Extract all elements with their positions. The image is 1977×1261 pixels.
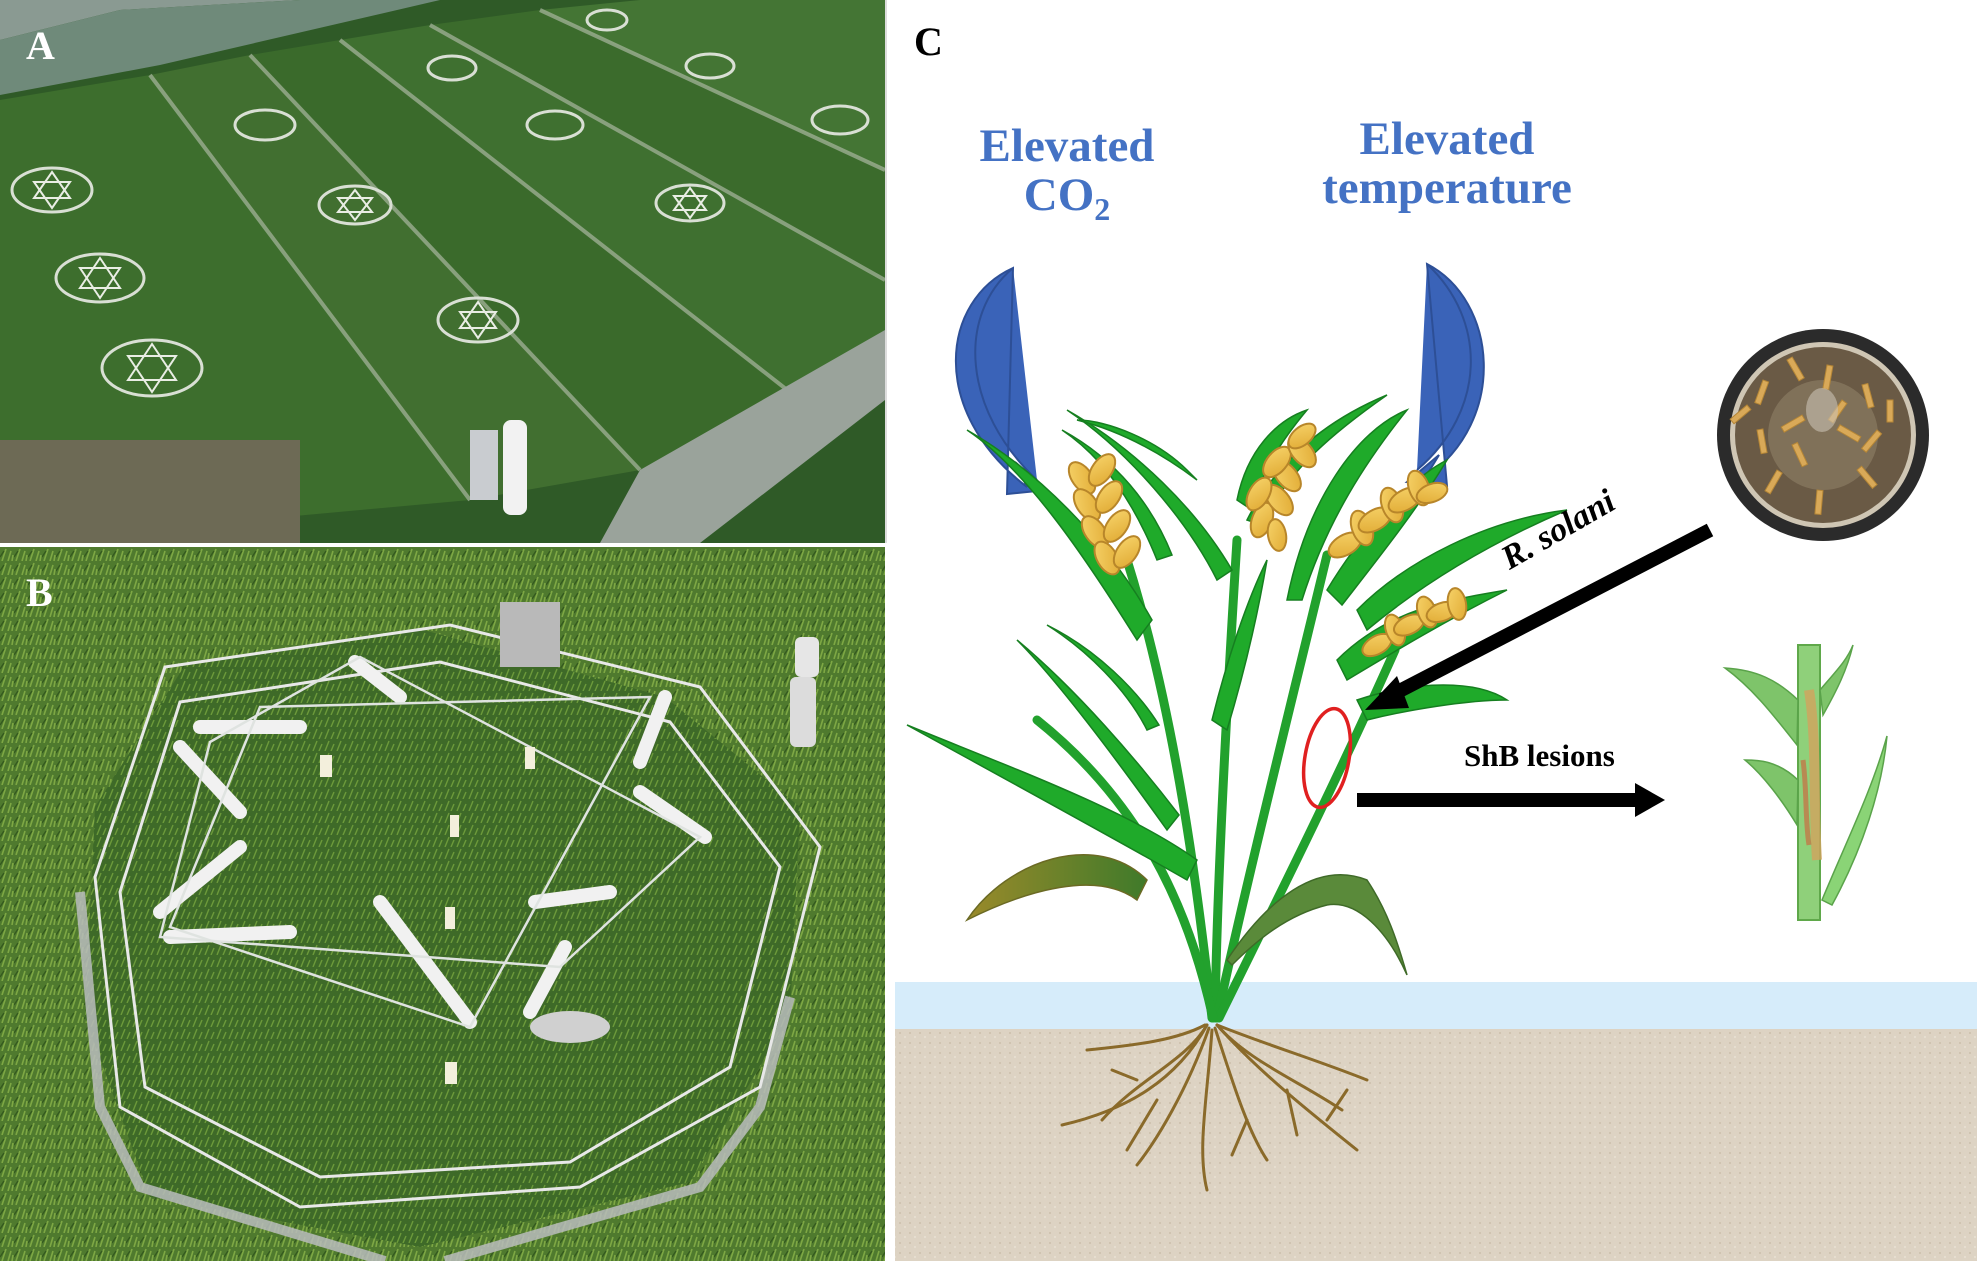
petri-dish-icon [1717, 329, 1929, 541]
roots [1060, 1023, 1369, 1192]
panicle-2 [1245, 422, 1317, 552]
water-layer [895, 982, 1977, 1029]
panel-c-schematic: C [887, 0, 1977, 1261]
panel-a-aerial-photo: A [0, 0, 887, 543]
schematic-drawing [895, 262, 1977, 1261]
senescent-leaf-right [1226, 874, 1408, 976]
soil-layer [895, 1029, 1977, 1261]
lesioned-stem-icon [1722, 644, 1888, 921]
temperature-arrow-icon [1404, 262, 1485, 488]
co2-text: CO [1023, 169, 1095, 222]
panicle-4 [1361, 587, 1468, 658]
lesions-arrow-icon [1357, 783, 1665, 817]
panel-c-letter: C [914, 19, 943, 64]
elevated-temp-line2: temperature [1322, 162, 1572, 215]
co2-arrow-icon [954, 266, 1050, 496]
panel-b-letter: B [26, 570, 53, 615]
pathogen-arrow-icon [1365, 523, 1714, 710]
rice-panicles [1067, 422, 1468, 658]
panel-b-ring-photo: B [0, 547, 885, 1261]
lesion-highlight-circle [1301, 706, 1353, 810]
elevated-co2-line2: CO2 [942, 171, 1192, 227]
elevated-co2-label: Elevated CO2 [942, 120, 1192, 227]
rice-leaves [906, 394, 1568, 882]
rice-stems [1032, 535, 1400, 1023]
aerial-rice-field-image [0, 0, 885, 543]
senescent-leaf-left [964, 854, 1148, 922]
panel-a-letter: A [26, 23, 55, 68]
elevated-co2-line1: Elevated [979, 120, 1155, 172]
lesions-label: ShB lesions [1464, 738, 1615, 773]
co2-subscript: 2 [1094, 191, 1111, 228]
panicle-3 [1327, 469, 1449, 559]
elevated-temp-line1: Elevated [1359, 113, 1535, 165]
face-ring-closeup-image [0, 547, 885, 1261]
panicle-1 [1067, 453, 1142, 576]
elevated-temperature-label: Elevated temperature [1297, 113, 1597, 215]
